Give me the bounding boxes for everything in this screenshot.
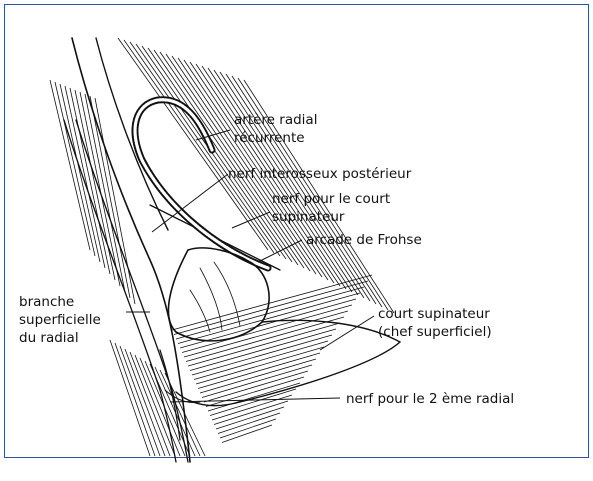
label-branche-superficielle-line1: branche — [19, 294, 74, 310]
label-artere-radial-line1: artère radial — [234, 112, 317, 128]
muscle-fibre — [95, 98, 135, 304]
muscle-fibre — [55, 82, 95, 256]
label-artere-radial-line2: récurrente — [234, 130, 305, 146]
label-court-supinateur-line1: court supinateur — [378, 306, 490, 322]
superficial-branch-left — [64, 120, 176, 462]
muscle-fibre — [140, 358, 180, 456]
label-arcade: arcade de Frohse — [306, 232, 422, 248]
muscle-fibre — [135, 355, 175, 456]
muscle-fibre — [80, 92, 120, 286]
muscle-fibre — [174, 281, 368, 335]
muscle-fibre — [196, 347, 324, 384]
muscle-fibre — [220, 72, 370, 301]
muscle-fibre — [184, 311, 348, 357]
muscle-fibre — [85, 94, 125, 292]
muscle-fibre — [200, 359, 316, 393]
muscle-fibre — [50, 80, 90, 250]
muscle-fibre — [222, 425, 272, 443]
muscle-fibre — [202, 365, 312, 398]
muscle-fibre — [220, 419, 276, 438]
muscle-fibre — [186, 317, 344, 362]
muscle-fibre — [70, 88, 110, 274]
muscle-fibre — [110, 340, 150, 456]
opening-inner-fibres — [190, 262, 240, 332]
muscle-fibre — [120, 346, 160, 456]
muscle-fibre — [194, 341, 328, 380]
label-nerf-court-supinateur-line1: nerf pour le court — [272, 191, 390, 207]
muscle-fibre — [125, 349, 165, 456]
muscle-fibre — [176, 287, 364, 339]
label-court-supinateur-line2: (chef superficiel) — [378, 324, 492, 340]
muscle-fibre — [214, 70, 364, 298]
label-nerf-interosseux: nerf interosseux postérieur — [228, 166, 412, 182]
muscle-fibre — [218, 413, 280, 434]
muscle-fibre — [226, 74, 376, 304]
label-branche-superficielle-line3: du radial — [19, 330, 79, 346]
label-nerf-court-supinateur-line2: supinateur — [272, 209, 345, 225]
label-branche-superficielle-line2: superficielle — [19, 312, 101, 328]
muscle-fibre — [124, 40, 274, 253]
label-nerf-2eme-radial: nerf pour le 2 ème radial — [346, 391, 514, 407]
leader-arcade — [258, 240, 302, 262]
muscle-fibre — [65, 86, 105, 268]
